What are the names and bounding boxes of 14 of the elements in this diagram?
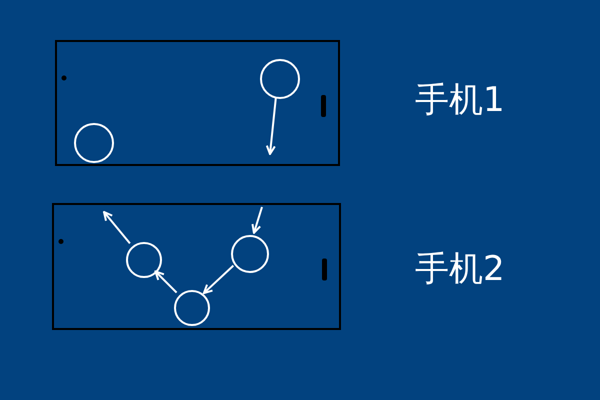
- ball-circle: [126, 242, 162, 278]
- ball-circle: [74, 123, 114, 163]
- motion-arrow: [202, 264, 234, 294]
- motion-arrow: [252, 206, 263, 234]
- phone-label: 手机2: [415, 252, 505, 286]
- ball-circle: [260, 59, 300, 99]
- motion-arrow: [266, 98, 277, 155]
- motion-arrow: [103, 211, 131, 244]
- ball-circle: [174, 290, 210, 326]
- phone-outline: [52, 203, 341, 330]
- phone-label: 手机1: [415, 83, 505, 117]
- ball-circle: [231, 235, 269, 273]
- motion-arrow: [154, 270, 178, 294]
- phone-outline: [55, 40, 340, 166]
